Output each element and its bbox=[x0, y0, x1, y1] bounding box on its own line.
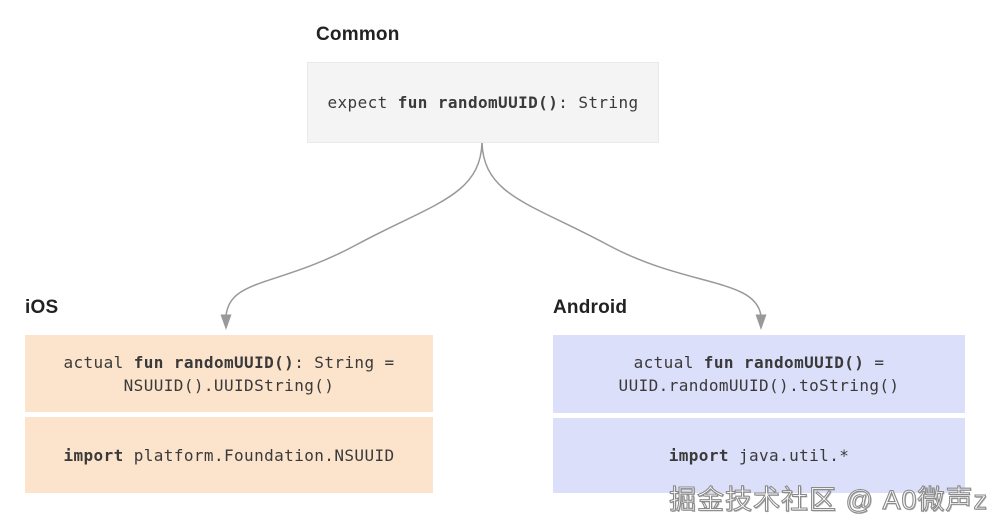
arrow-to-ios-curve bbox=[225, 142, 483, 317]
arrow-to-ios-head bbox=[220, 314, 232, 330]
ios-section-title: iOS bbox=[25, 297, 59, 318]
arrow-to-android-head bbox=[755, 314, 767, 330]
android-actual-code-box: actual fun randomUUID() =UUID.randomUUID… bbox=[553, 335, 965, 413]
common-section-title: Common bbox=[316, 24, 400, 45]
common-expect-code-box: expect fun randomUUID(): String bbox=[307, 62, 659, 143]
ios-import-code-box: import platform.Foundation.NSUUID bbox=[25, 417, 433, 493]
android-section-title: Android bbox=[553, 297, 628, 318]
arrow-to-android-curve bbox=[481, 142, 762, 317]
watermark: 掘金技术社区 @ A0微声z bbox=[669, 484, 988, 515]
android-import-code-box: import java.util.* bbox=[553, 418, 965, 493]
ios-actual-code-box: actual fun randomUUID(): String =NSUUID(… bbox=[25, 335, 433, 412]
android-import-code: import java.util.* bbox=[668, 446, 850, 465]
common-expect-code: expect fun randomUUID(): String bbox=[327, 93, 639, 112]
ios-import-code: import platform.Foundation.NSUUID bbox=[63, 445, 395, 465]
android-actual-code: actual fun randomUUID() =UUID.randomUUID… bbox=[618, 353, 900, 395]
ios-actual-code: actual fun randomUUID(): String =NSUUID(… bbox=[63, 352, 395, 395]
